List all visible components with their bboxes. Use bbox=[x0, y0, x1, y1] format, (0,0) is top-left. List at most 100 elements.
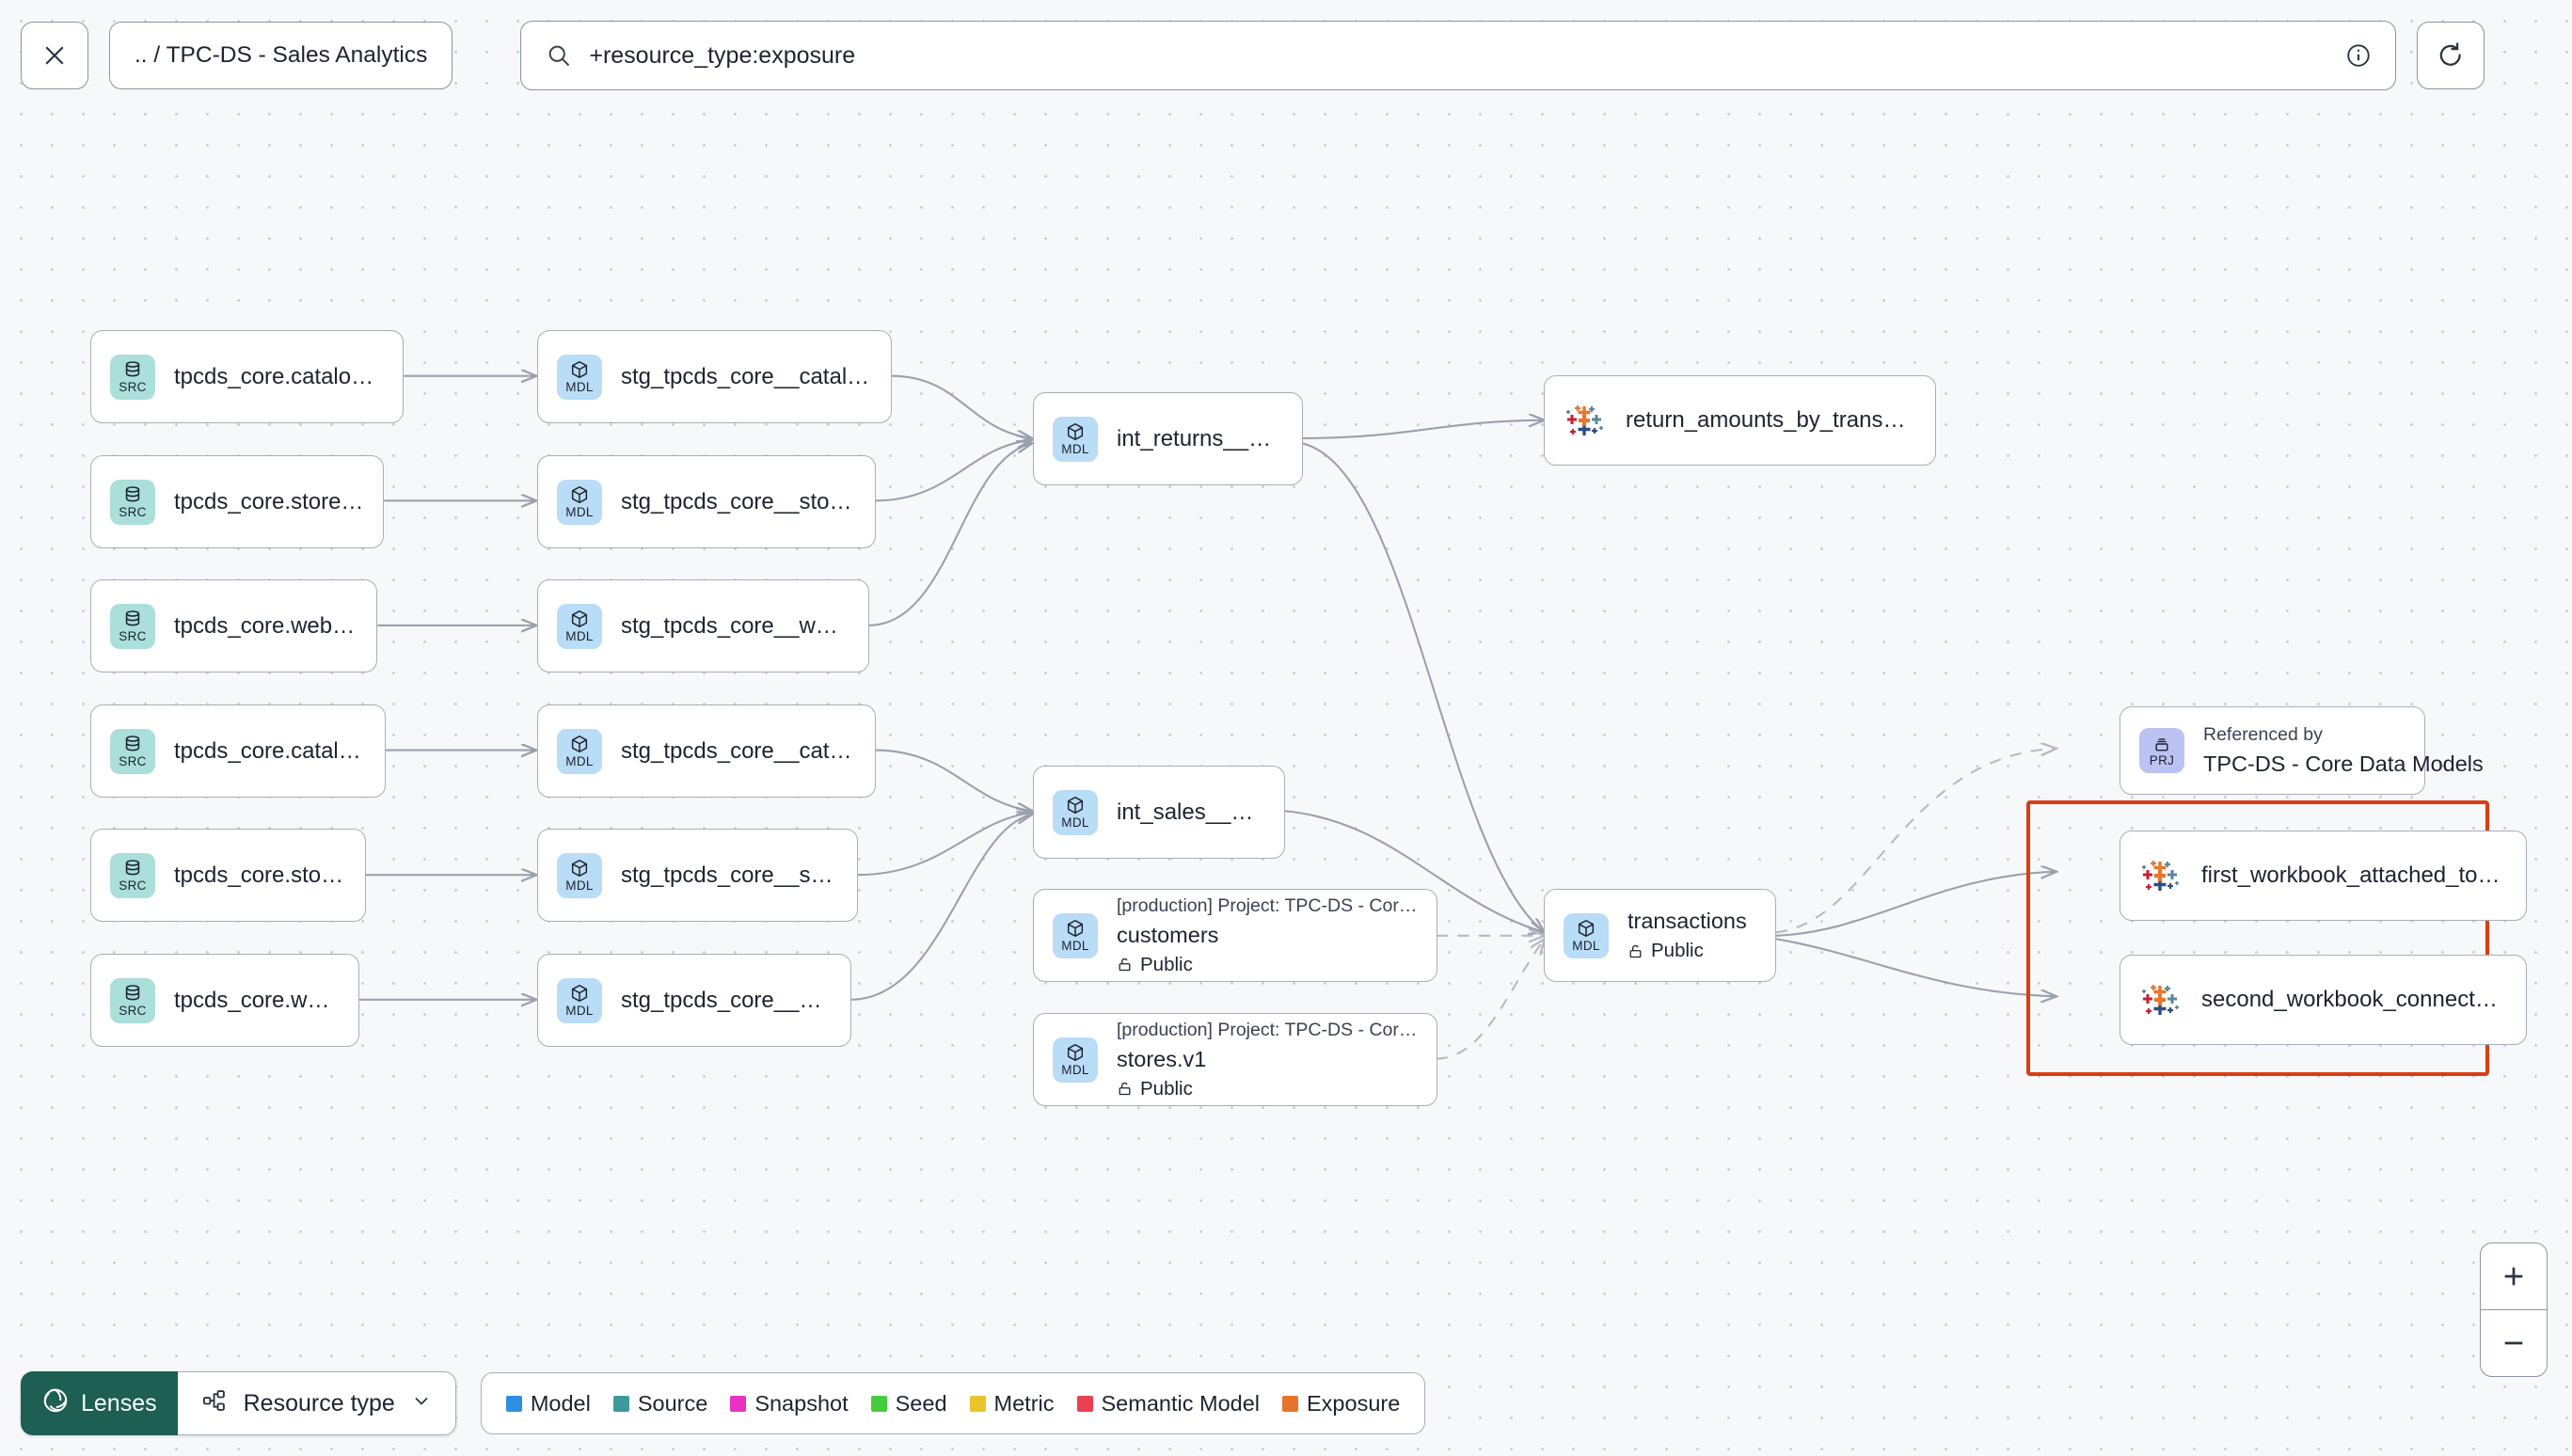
badge-text: MDL bbox=[565, 754, 594, 769]
legend-swatch bbox=[505, 1395, 522, 1412]
node-stg-store-returns[interactable]: MDL stg_tpcds_core__store_returns bbox=[537, 455, 876, 548]
legend-label: Exposure bbox=[1307, 1390, 1401, 1416]
source-badge: SRC bbox=[110, 728, 155, 774]
badge-text: MDL bbox=[1061, 1063, 1089, 1078]
node-text-stack: [production] Project: TPC-DS - Core Data… bbox=[1117, 1020, 1418, 1100]
close-button[interactable] bbox=[21, 22, 88, 89]
node-exposure-workbook-1[interactable]: first_workbook_attached_to_tpc-ds_-_… bbox=[2120, 831, 2527, 921]
node-referenced-by-label: Referenced by bbox=[2203, 724, 2323, 745]
node-src-web-sales[interactable]: SRC tpcds_core.web_sales bbox=[90, 954, 359, 1047]
model-badge: MDL bbox=[557, 977, 602, 1023]
badge-text: MDL bbox=[1572, 939, 1600, 954]
lenses-group: Lenses Resource type bbox=[21, 1371, 456, 1435]
plus-icon bbox=[2504, 1267, 2523, 1286]
node-model-stores-v1[interactable]: MDL [production] Project: TPC-DS - Core … bbox=[1033, 1013, 1437, 1106]
source-badge: SRC bbox=[110, 977, 155, 1023]
source-badge: SRC bbox=[110, 603, 155, 649]
badge-text: SRC bbox=[119, 1004, 147, 1019]
info-circle-icon[interactable] bbox=[2344, 41, 2373, 70]
badge-text: SRC bbox=[119, 629, 147, 644]
node-stg-store-sales[interactable]: MDL stg_tpcds_core__store_sales bbox=[537, 829, 858, 922]
project-badge: PRJ bbox=[2139, 728, 2184, 773]
legend-label: Source bbox=[637, 1390, 708, 1416]
close-icon bbox=[40, 41, 69, 70]
legend-item-model: Model bbox=[505, 1391, 591, 1416]
lenses-label: Lenses bbox=[81, 1389, 157, 1416]
legend-item-exposure: Exposure bbox=[1282, 1391, 1400, 1416]
visibility-text: Public bbox=[1651, 940, 1704, 961]
node-visibility: Public bbox=[1117, 954, 1418, 976]
legend-label: Semantic Model bbox=[1101, 1390, 1261, 1416]
zoom-in-button[interactable] bbox=[2481, 1243, 2547, 1309]
legend-swatch bbox=[612, 1395, 629, 1412]
search-bar[interactable] bbox=[520, 21, 2397, 90]
visibility-text: Public bbox=[1140, 1077, 1193, 1100]
node-src-catalog-returns[interactable]: SRC tpcds_core.catalog_returns bbox=[90, 330, 404, 423]
node-text-stack: Referenced by TPC-DS - Core Data Models bbox=[2203, 724, 2484, 777]
node-label: transactions bbox=[1627, 909, 1747, 933]
badge-text: SRC bbox=[119, 754, 147, 769]
bottom-toolbar: Lenses Resource type bbox=[21, 1371, 1426, 1435]
model-badge: MDL bbox=[557, 354, 602, 400]
top-toolbar: .. / TPC-DS - Sales Analytics bbox=[0, 0, 2572, 111]
hierarchy-icon bbox=[200, 1387, 229, 1420]
refresh-button[interactable] bbox=[2417, 22, 2485, 89]
model-badge: MDL bbox=[1053, 416, 1098, 462]
source-badge: SRC bbox=[110, 852, 155, 898]
legend-label: Metric bbox=[993, 1390, 1055, 1416]
legend-item-source: Source bbox=[612, 1390, 708, 1416]
node-stg-web-returns[interactable]: MDL stg_tpcds_core__web_returns bbox=[537, 579, 869, 673]
legend-label: Snapshot bbox=[754, 1390, 849, 1416]
legend-label: Seed bbox=[895, 1390, 947, 1416]
node-src-web-returns[interactable]: SRC tpcds_core.web_returns bbox=[90, 579, 377, 673]
node-label: tpcds_core.catalog_returns bbox=[174, 363, 384, 389]
node-label: stg_tpcds_core__catalog_returns bbox=[621, 363, 872, 389]
node-referenced-by-project[interactable]: PRJ Referenced by TPC-DS - Core Data Mod… bbox=[2120, 706, 2484, 795]
node-label: stg_tpcds_core__store_returns bbox=[621, 488, 856, 514]
resource-type-dropdown[interactable]: Resource type bbox=[177, 1371, 456, 1435]
breadcrumb-label: .. / TPC-DS - Sales Analytics bbox=[135, 42, 428, 68]
tableau-icon bbox=[2139, 854, 2183, 897]
node-int-returns-unioned[interactable]: MDL int_returns__unioned bbox=[1033, 392, 1303, 485]
node-stg-catalog-sales[interactable]: MDL stg_tpcds_core__catalog_sales bbox=[537, 704, 876, 798]
visibility-text: Public bbox=[1140, 953, 1193, 975]
unlock-icon bbox=[1629, 944, 1642, 957]
lenses-button[interactable]: Lenses bbox=[21, 1371, 178, 1435]
zoom-out-button[interactable] bbox=[2481, 1310, 2547, 1376]
unlock-icon bbox=[1119, 1082, 1131, 1096]
node-label: return_amounts_by_transaction_type bbox=[1626, 407, 1916, 433]
model-badge: MDL bbox=[1053, 1037, 1098, 1083]
chevron-down-icon bbox=[410, 1389, 433, 1418]
node-exposure-return-amounts[interactable]: return_amounts_by_transaction_type bbox=[1544, 375, 1936, 466]
node-project-meta: [production] Project: TPC-DS - Core Data… bbox=[1117, 1019, 1418, 1040]
node-label: stg_tpcds_core__catalog_sales bbox=[621, 737, 856, 764]
badge-text: MDL bbox=[1061, 815, 1089, 831]
node-label: tpcds_core.web_returns bbox=[174, 612, 357, 639]
legend-swatch bbox=[1282, 1395, 1298, 1412]
legend-swatch bbox=[1076, 1395, 1093, 1412]
search-input[interactable] bbox=[589, 41, 2328, 70]
node-model-customers[interactable]: MDL [production] Project: TPC-DS - Core … bbox=[1033, 889, 1437, 982]
node-label: customers bbox=[1117, 922, 1219, 947]
legend-item-semantic-model: Semantic Model bbox=[1076, 1390, 1261, 1416]
node-text-stack: [production] Project: TPC-DS - Core Data… bbox=[1117, 895, 1418, 976]
model-badge: MDL bbox=[557, 603, 602, 649]
node-src-store-sales[interactable]: SRC tpcds_core.store_sales bbox=[90, 829, 366, 922]
model-badge: MDL bbox=[1053, 789, 1098, 835]
node-src-store-returns[interactable]: SRC tpcds_core.store_returns bbox=[90, 455, 384, 548]
badge-text: PRJ bbox=[2149, 752, 2175, 768]
node-exposure-workbook-2[interactable]: second_workbook_connected_to_live… bbox=[2120, 955, 2527, 1045]
breadcrumb[interactable]: .. / TPC-DS - Sales Analytics bbox=[109, 22, 453, 89]
node-stg-catalog-returns[interactable]: MDL stg_tpcds_core__catalog_returns bbox=[537, 330, 892, 423]
badge-text: MDL bbox=[565, 629, 594, 644]
unlock-icon bbox=[1119, 957, 1131, 972]
node-int-sales-unioned[interactable]: MDL int_sales__unioned bbox=[1033, 766, 1285, 859]
node-label: stg_tpcds_core__web_sales bbox=[621, 987, 832, 1013]
node-transactions-card[interactable]: MDL transactions Public bbox=[1544, 889, 1776, 982]
node-src-catalog-sales[interactable]: SRC tpcds_core.catalog_sales bbox=[90, 704, 386, 798]
resource-type-label: Resource type bbox=[243, 1389, 395, 1416]
minus-icon bbox=[2504, 1341, 2523, 1345]
refresh-icon bbox=[2436, 40, 2466, 71]
node-stg-web-sales[interactable]: MDL stg_tpcds_core__web_sales bbox=[537, 954, 851, 1047]
